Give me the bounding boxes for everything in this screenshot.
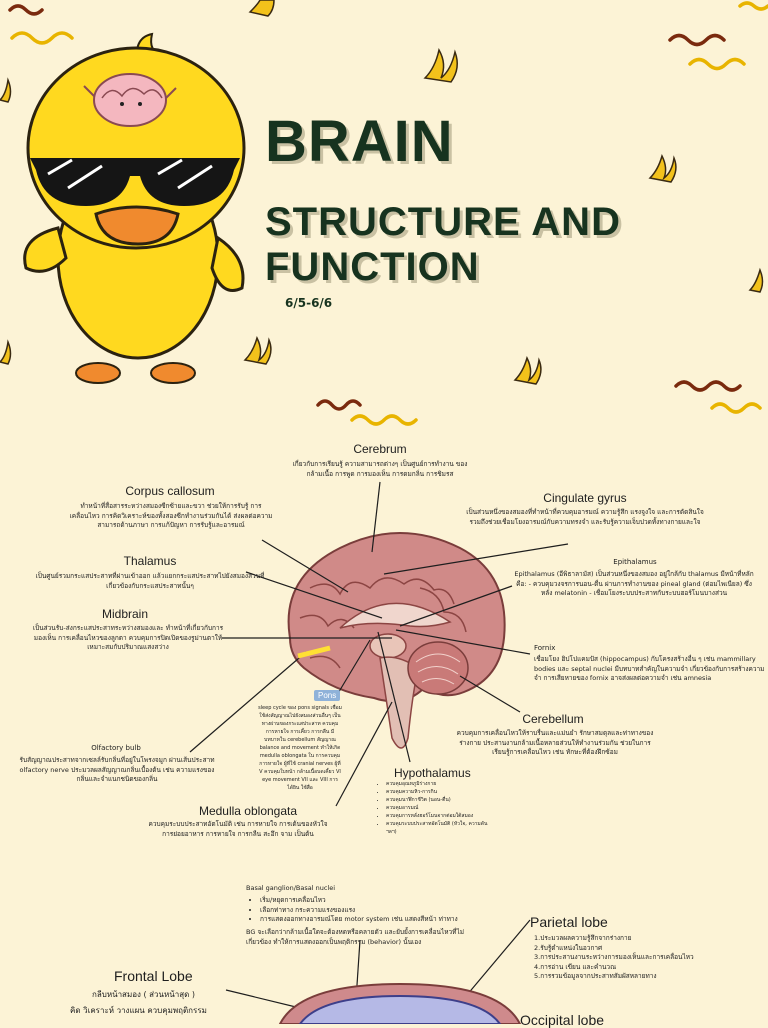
label-thalamus-desc: เป็นศูนย์รวมกระแสประสาทที่ผ่านเข้าออก แล…: [35, 572, 265, 590]
label-olfactory-bulb-desc: รับสัญญาณประสาทจากเซลล์รับกลิ่นที่อยู่ใน…: [19, 756, 215, 783]
label-basal-ganglion-title: Basal ganglion/Basal nuclei: [246, 884, 336, 892]
sprout-icon: [648, 153, 677, 183]
squiggle-mid-1: [316, 399, 362, 411]
basal-ganglion-note: BG จะเลือกว่ากล้ามเนื้อใดจะต้องหดหรือคลา…: [246, 928, 465, 946]
list-item: ควบคุมระบบประสาทอัตโนมัติ (หัวใจ, ความดั…: [386, 820, 494, 836]
squiggle-mid-2: [350, 414, 418, 426]
list-item: 4.การอ่าน เขียน และคำนวณ: [534, 962, 617, 971]
label-cerebrum-desc: เกี่ยวกับการเรียนรู้ ความสามารถต่างๆ เป็…: [292, 460, 468, 478]
duck-mascot-illustration: [23, 32, 246, 384]
label-epithalamus-desc: Epithalamus (อีพิธาลามัส) เป็นส่วนหนึ่งข…: [514, 570, 754, 597]
label-fornix-desc: เชื่อมโยง ฮิปโปแคมปัส (hippocampus) กับโ…: [534, 655, 765, 682]
list-item: เริ่ม/หยุดการเคลื่อนไหว: [260, 896, 488, 906]
label-midbrain-title: Midbrain: [101, 607, 149, 621]
label-occipital-lobe-title: Occipital lobe: [520, 1012, 605, 1028]
squiggle-right-1: [674, 380, 742, 392]
list-item: ควบคุมอุณหภูมิร่างกาย: [386, 780, 494, 788]
date-range: 6/5-6/6: [285, 296, 333, 310]
label-cingulate-gyrus-title: Cingulate gyrus: [543, 491, 627, 505]
label-hypothalamus-title: Hypothalamus: [394, 766, 471, 780]
label-frontal-lobe-line1: กลีบหน้าสมอง ( ส่วนหน้าสุด ): [92, 990, 195, 999]
sprout-icon: [513, 355, 542, 385]
squiggle-right-top: [738, 1, 768, 11]
sprout-icons: [0, 0, 764, 385]
label-pons-desc: sleep cycle ของ pons signals เชื่อมใช้ส่…: [258, 705, 342, 791]
squiggle-top-right-2: [688, 57, 746, 71]
label-cerebellum-desc: ควบคุมการเคลื่อนไหวให้ราบรื่นและแม่นยำ ร…: [456, 729, 654, 756]
brain-icon: [83, 73, 177, 127]
label-thalamus-title: Thalamus: [123, 554, 177, 568]
label-parietal-lobe-title: Parietal lobe: [530, 914, 608, 930]
hypothalamus-list: ควบคุมอุณหภูมิร่างกาย ควบคุมความหิว-การก…: [376, 780, 494, 836]
list-item: ควบคุมอารมณ์: [386, 804, 494, 812]
list-item: ควบคุมนาฬิกาชีวิต (นอน-ตื่น): [386, 796, 494, 804]
sprout-icon: [748, 267, 764, 293]
label-corpus-callosum-title: Corpus callosum: [125, 484, 215, 498]
label-cingulate-gyrus-desc: เป็นส่วนหนึ่งของสมองที่ทำหน้าที่ควบคุมอา…: [466, 508, 704, 526]
list-item: 5.การรวมข้อมูลจากประสาทสัมผัสหลายทาง: [534, 972, 657, 980]
sprout-icon: [423, 47, 458, 83]
sunglasses-icon: [30, 158, 240, 206]
page-title: BRAIN: [265, 109, 454, 174]
label-frontal-lobe-line2: คิด วิเคราะห์ วางแผน ควบคุมพฤติกรรม: [70, 1006, 207, 1015]
brain-sagittal-illustration: [287, 532, 506, 749]
list-item: การแสดงออกทางอารมณ์โดย motor system เช่น…: [260, 915, 488, 925]
parietal-lobe-list: 1.ประมวลผลความรู้สึกจากร่างกาย 2.รับรู้ต…: [534, 934, 764, 982]
basal-ganglion-list: เริ่ม/หยุดการเคลื่อนไหว เลือกท่าทาง กระค…: [250, 896, 488, 925]
label-pons-title: Pons: [314, 690, 341, 701]
squiggle-top-left: [8, 4, 44, 16]
list-item: ควบคุมการหลั่งฮอร์โมนจากต่อมใต้สมอง: [386, 812, 494, 820]
squiggle-top-left-2: [10, 31, 74, 45]
sprout-icon: [0, 77, 12, 103]
sprout-icon: [0, 339, 12, 365]
list-item: 3.การประสานงานระหว่างการมองเห็นและการเคล…: [534, 953, 694, 961]
label-fornix-title: Fornix: [534, 644, 556, 652]
list-item: 2.รับรู้ตำแหน่งในอวกาศ: [534, 943, 603, 952]
squiggle-top-right: [668, 33, 726, 47]
squiggle-right-2: [710, 402, 762, 414]
label-epithalamus-title: Epithalamus: [613, 558, 657, 566]
page-subtitle: STRUCTURE AND FUNCTION: [265, 200, 621, 289]
list-item: ควบคุมความหิว-การกิน: [386, 788, 494, 796]
list-item: เลือกท่าทาง กระความแรงของแรง: [260, 906, 488, 916]
list-item: 1.ประมวลผลความรู้สึกจากร่างกาย: [534, 934, 632, 942]
label-cerebellum-title: Cerebellum: [522, 712, 584, 726]
sprout-icon: [243, 335, 272, 365]
label-olfactory-bulb-title: Olfactory bulb: [91, 744, 141, 752]
label-medulla-desc: ควบคุมระบบประสาทอัตโนมัติ เช่น การหายใจ …: [148, 820, 328, 838]
label-corpus-callosum-desc: ทำหน้าที่สื่อสารระหว่างสมองซีกซ้ายและขวา…: [69, 502, 273, 529]
sprout-icon: [248, 0, 275, 17]
label-midbrain-desc: เป็นส่วนรับ-ส่งกระแสประสาทระหว่างสมองและ…: [32, 624, 224, 651]
label-cerebrum-title: Cerebrum: [353, 442, 407, 456]
label-frontal-lobe-title: Frontal Lobe: [114, 968, 193, 984]
label-medulla-title: Medulla oblongata: [198, 804, 298, 818]
